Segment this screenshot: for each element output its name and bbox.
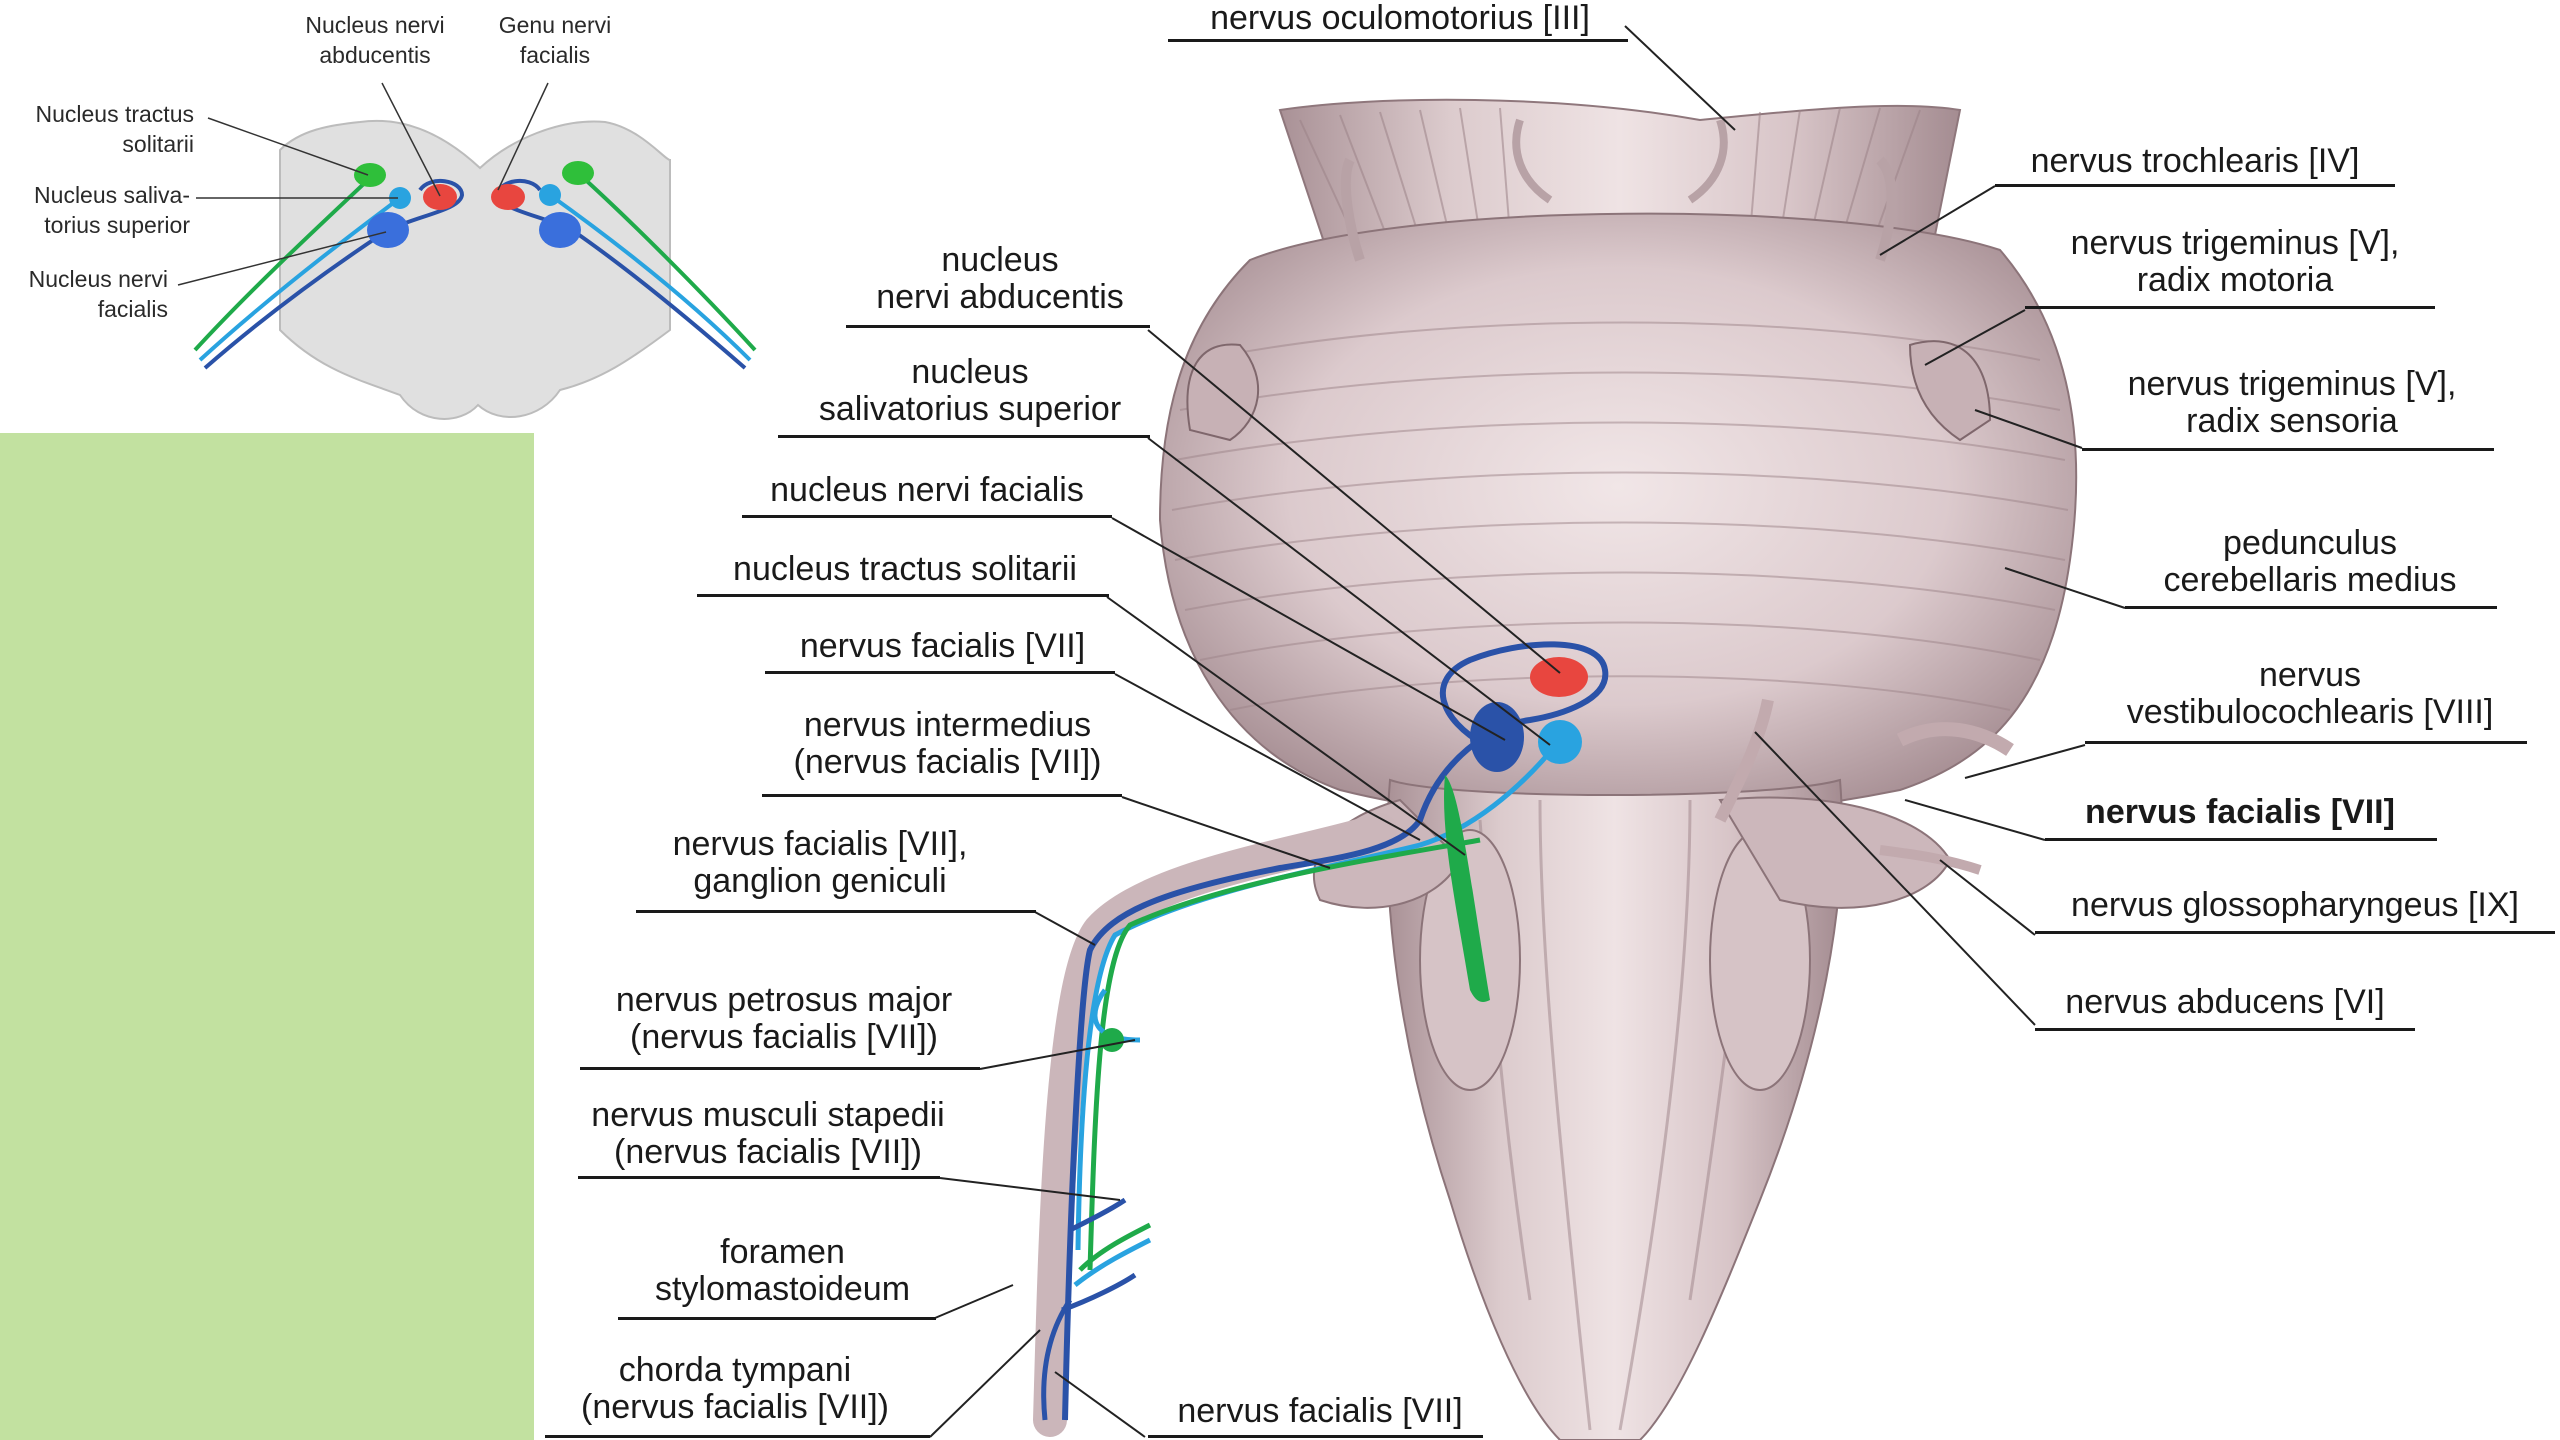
label-nucleus-nervi-facialis: nucleus nervi facialis bbox=[742, 472, 1112, 509]
label-nervus-trigeminus-radix-sensoria: nervus trigeminus [V], radix sensoria bbox=[2082, 366, 2502, 440]
underline-intermedius bbox=[762, 794, 1122, 797]
label-nervus-intermedius: nervus intermedius (nervus facialis [VII… bbox=[760, 707, 1135, 781]
inset-nucleus-facialis-left bbox=[367, 212, 409, 248]
label-nervus-petrosus-major: nervus petrosus major (nervus facialis [… bbox=[584, 982, 984, 1056]
label-nucleus-salivatorius-superior: nucleus salivatorius superior bbox=[785, 354, 1155, 428]
underline-abducens bbox=[2035, 1028, 2415, 1031]
underline-trochlearis bbox=[1995, 184, 2395, 187]
underline-stapedii bbox=[578, 1176, 940, 1179]
chorda-branch-3 bbox=[1062, 1275, 1135, 1310]
inset-nucleus-solitarii-right bbox=[562, 161, 594, 185]
inset-label-genu-nervi-facialis: Genu nervi facialis bbox=[480, 10, 630, 70]
underline-facialis-bottom bbox=[1148, 1435, 1483, 1438]
inset-label-nucleus-tractus-solitarii: Nucleus tractus solitarii bbox=[10, 99, 194, 159]
inset-nucleus-salivatorius-right bbox=[539, 184, 561, 206]
inset-nucleus-abducentis-right bbox=[491, 184, 525, 210]
label-nervus-trigeminus-radix-motoria: nervus trigeminus [V], radix motoria bbox=[2025, 225, 2445, 299]
underline-nucleus-salivatorius bbox=[778, 435, 1150, 438]
underline-glossopharyngeus bbox=[2035, 931, 2555, 934]
underline-ganglion bbox=[636, 910, 1036, 913]
inset-label-nucleus-nervi-abducentis: Nucleus nervi abducentis bbox=[290, 10, 460, 70]
underline-facialis-right bbox=[2045, 838, 2437, 841]
label-nervus-musculi-stapedii: nervus musculi stapedii (nervus facialis… bbox=[563, 1097, 973, 1171]
underline-vestibulocochlearis bbox=[2085, 741, 2527, 744]
underline-pedunculus bbox=[2125, 606, 2497, 609]
label-chorda-tympani: chorda tympani (nervus facialis [VII]) bbox=[555, 1352, 915, 1426]
label-nervus-facialis-right: nervus facialis [VII] bbox=[2045, 794, 2435, 831]
underline-nucleus-abducentis bbox=[846, 325, 1150, 328]
label-nervus-glossopharyngeus: nervus glossopharyngeus [IX] bbox=[2035, 887, 2555, 924]
inset-nucleus-solitarii-left bbox=[354, 163, 386, 187]
underline-foramen bbox=[618, 1317, 936, 1320]
underline-trigeminus-motoria bbox=[2025, 306, 2435, 309]
underline-nucleus-solitarii bbox=[697, 594, 1109, 597]
label-nervus-abducens: nervus abducens [VI] bbox=[2035, 984, 2415, 1021]
label-nervus-facialis-left: nervus facialis [VII] bbox=[770, 628, 1115, 665]
label-nervus-vestibulocochlearis: nervus vestibulocochlearis [VIII] bbox=[2090, 657, 2530, 731]
label-nervus-oculomotorius: nervus oculomotorius [III] bbox=[1170, 0, 1630, 37]
label-nucleus-tractus-solitarii: nucleus tractus solitarii bbox=[700, 551, 1110, 588]
nucleus-facialis-oval bbox=[1470, 702, 1524, 772]
underline-oculomotorius bbox=[1168, 39, 1628, 42]
inset-nucleus-abducentis-left bbox=[423, 184, 457, 210]
label-pedunculus-cerebellaris-medius: pedunculus cerebellaris medius bbox=[2125, 525, 2495, 599]
inset-brainstem-shape bbox=[280, 121, 670, 419]
label-nervus-facialis-bottom: nervus facialis [VII] bbox=[1155, 1393, 1485, 1430]
inset-nucleus-facialis-right bbox=[539, 212, 581, 248]
ganglion-geniculi bbox=[1100, 1028, 1124, 1052]
label-nervus-facialis-ganglion-geniculi: nervus facialis [VII], ganglion geniculi bbox=[630, 826, 1010, 900]
underline-trigeminus-sensoria bbox=[2082, 448, 2494, 451]
underline-chorda bbox=[545, 1435, 930, 1438]
underline-facialis-left bbox=[765, 671, 1115, 674]
green-side-panel bbox=[0, 433, 534, 1440]
inset-label-nucleus-salivatorius-superior: Nucleus saliva- torius superior bbox=[10, 180, 190, 240]
nucleus-abducentis-oval bbox=[1530, 657, 1588, 697]
underline-petrosus bbox=[580, 1067, 980, 1070]
label-foramen-stylomastoideum: foramen stylomastoideum bbox=[620, 1234, 945, 1308]
underline-nucleus-facialis bbox=[742, 515, 1112, 518]
inset-label-nucleus-nervi-facialis: Nucleus nervi facialis bbox=[10, 264, 168, 324]
facial-canal bbox=[1050, 830, 1380, 1420]
label-nucleus-nervi-abducentis: nucleus nervi abducentis bbox=[850, 242, 1150, 316]
label-nervus-trochlearis: nervus trochlearis [IV] bbox=[1995, 143, 2395, 180]
